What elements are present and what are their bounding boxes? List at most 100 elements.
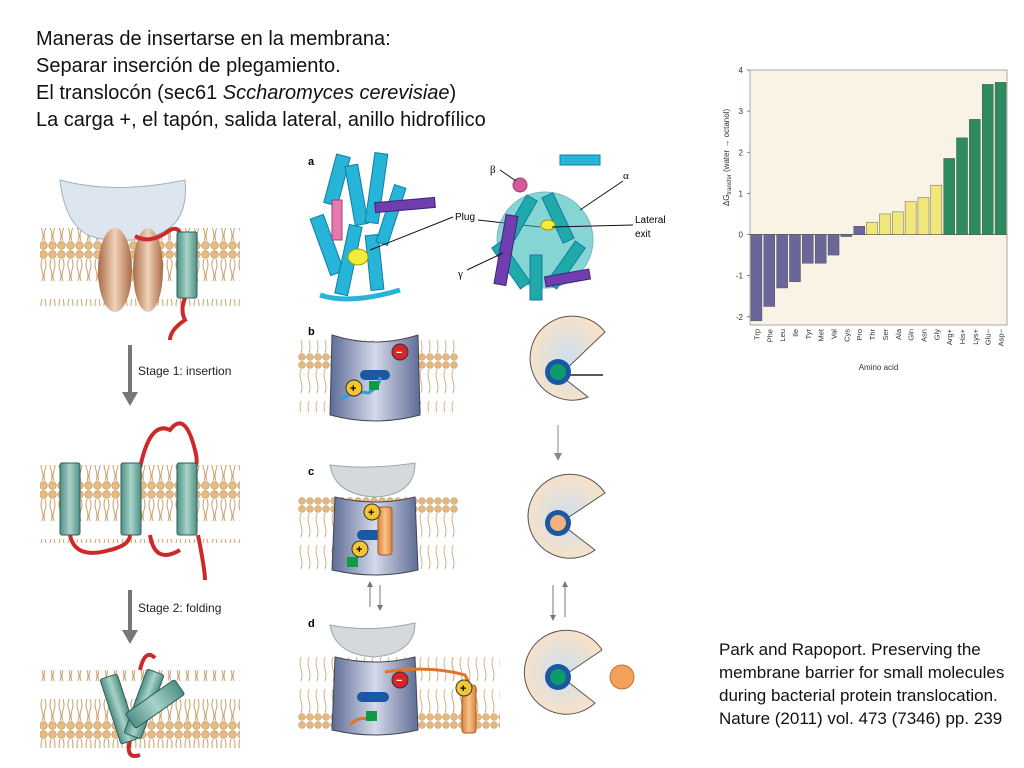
pore-disc-c [527,473,606,559]
x-tick-label: His+ [958,328,967,344]
bar [827,234,840,256]
label-exit: exit [635,229,651,240]
bar [802,234,814,264]
y-tick-label: 4 [739,66,744,75]
green-sidechain-c [347,557,358,567]
bar [814,234,827,264]
tm-helix-2c [176,462,198,536]
y-label-sub: transfer [727,174,733,194]
x-tick-label: Pro [855,329,864,341]
panel-letter-b: b [308,326,315,338]
plug-d [357,692,389,702]
y-tick-label: 1 [739,189,744,198]
insertion-folding-diagram: Stage 1: insertion Stage 2: folding [40,179,240,758]
nascent-chain-2 [68,421,207,581]
positive-charge-c1 [363,503,381,521]
bar [879,213,891,235]
y-tick-label: 3 [739,107,744,116]
x-tick-label: Tyr [804,329,813,340]
citation: Park and Rapoport. Preserving the membra… [719,640,1005,728]
x-tick-label: Phe [765,329,774,342]
label-gamma: γ [457,268,463,280]
x-tick-label: Val [830,329,839,340]
tm-segment-c [377,506,393,556]
panel-letter-a: a [308,156,315,168]
x-tick-label: Arg+ [945,328,954,345]
structure-top-view [491,154,601,301]
label-plug: Plug [455,212,475,223]
x-tick-label: Ala [894,328,903,340]
pore-disc-b [529,315,606,401]
x-tick-label: Ser [881,328,890,340]
y-tick-label: -2 [736,313,744,322]
bar [866,221,878,235]
structure-side-view [309,151,436,302]
bar [969,119,981,235]
bar [776,234,788,289]
positive-charge-d [455,679,473,697]
bar [853,226,865,235]
tm-helix-2a [59,462,81,536]
x-tick-label: Met [817,328,826,341]
translocon-pore-left [98,228,132,312]
minus-sign-b: − [396,347,402,359]
x-tick-label: Leu [778,329,787,342]
plot-area [749,69,1008,326]
bar [892,211,904,235]
title-species: Sccharomyces cerevisiae [222,82,450,104]
bar [763,234,776,307]
negative-charge-b [391,343,409,361]
x-tick-label: Gly [932,329,941,341]
plus-sign-b: + [350,383,356,395]
label-beta: β [490,164,496,176]
bar [994,82,1007,235]
x-tick-label: Glu− [984,328,993,345]
x-tick-label: Cys [842,329,851,342]
y-tick-label: 0 [739,231,744,240]
plug-b [360,370,390,380]
x-tick-label: Trp [752,329,761,340]
x-tick-label: Gln [907,329,916,341]
panel-letter-c: c [308,466,314,478]
title-line-1: Maneras de insertarse en la membrana: [36,28,391,50]
plus-sign-c1: + [368,507,374,519]
minus-sign-d: − [396,675,402,687]
y-label-rest: (water → octanol) [722,109,731,175]
bar [789,234,801,283]
label-lateral: Lateral [635,215,666,226]
bar [917,197,930,235]
title-line-3-text: El translocón (sec61 [36,82,223,104]
pore-disc-d [523,629,635,715]
positive-charge-b [345,379,363,397]
x-tick-label: Lys+ [971,328,980,344]
translocon-pore-right [133,228,163,312]
bar [943,158,955,235]
x-tick-label: Ile [791,329,800,337]
x-tick-label: Asp− [997,328,1006,346]
stage1-label: Stage 1: insertion [138,364,231,378]
y-axis-label: ΔGtransfer (water → octanol) [722,109,733,207]
bar [930,184,943,235]
label-alpha: α [623,170,629,182]
title-line-3: El translocón (sec61 Sccharomyces cerevi… [36,80,696,107]
ribosome-1 [59,179,186,242]
y-tick-label: 2 [739,148,744,157]
x-tick-label: Thr [868,328,877,340]
title-line-2: Separar inserción de plegamiento. [36,55,341,77]
folded-helix-bundle [99,669,185,745]
title-line-3-close: ) [449,82,457,104]
bar [750,234,763,322]
plus-sign-d: + [460,683,466,695]
panel-letter-d: d [308,618,315,630]
ribosome-d [329,622,416,658]
ribosome-c [329,462,416,498]
bar [956,137,968,235]
x-tick-label: Asn [919,329,928,342]
translocon-structure-diagram: a Plug β α Lateral exit γ b [298,151,666,736]
stage2-label: Stage 2: folding [138,601,221,615]
slide-title: Maneras de insertarse en la membrana: Se… [36,26,696,134]
bar [840,234,853,237]
y-label-main: ΔG [722,195,731,207]
